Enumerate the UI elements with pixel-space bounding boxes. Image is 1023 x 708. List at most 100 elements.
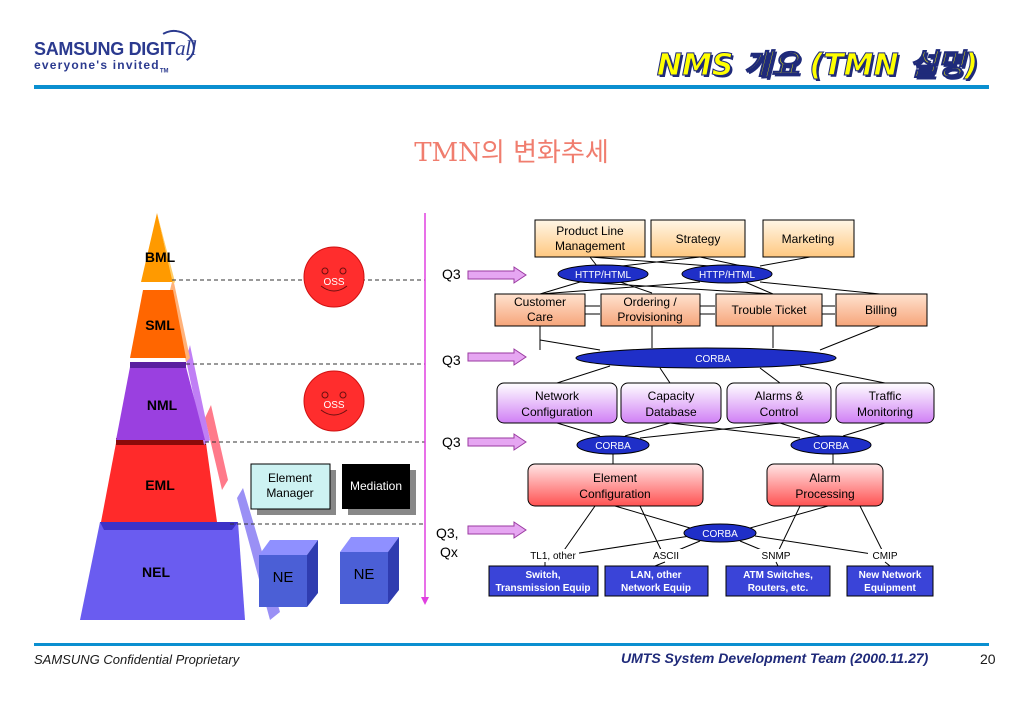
footer-confidential: SAMSUNG Confidential Proprietary <box>34 652 240 667</box>
interface-label-q3-qx-line2: Qx <box>440 544 458 560</box>
pyramid-layer-nel <box>80 522 245 620</box>
protocol-label-snmp: SNMP <box>762 551 791 562</box>
service-label-1-line1: Customer <box>514 295 566 309</box>
equipment-label-3-line1: ATM Switches, <box>743 570 813 581</box>
pyramid-layer-eml <box>101 443 217 522</box>
element-manager-box <box>250 463 331 510</box>
ne-cube <box>340 537 399 604</box>
page-title: NMS 개요 (TMN 설명) <box>656 48 978 84</box>
network-label-2-line1: Capacity <box>648 389 695 403</box>
pyramid-label-sml: SML <box>145 317 175 333</box>
business-box-product-line <box>534 219 646 258</box>
equipment-box-lan <box>604 565 709 597</box>
tmn-pyramid <box>80 213 280 620</box>
service-box-billing <box>835 293 928 327</box>
corba-bus-main <box>575 347 837 369</box>
corba-bus-right <box>790 435 872 455</box>
http-bus <box>557 264 649 284</box>
oss-icon <box>303 370 365 432</box>
pyramid-label-nel: NEL <box>142 564 170 580</box>
element-manager-line1: Element <box>268 471 313 485</box>
business-box-strategy <box>650 219 746 258</box>
service-box-ordering <box>600 293 701 327</box>
pyramid-layer-sml <box>130 290 186 358</box>
pyramid-label-bml: BML <box>145 249 176 265</box>
service-label-2-line1: Ordering / <box>623 295 677 309</box>
logo-tagline-row: everyone's invitedTM <box>34 58 169 74</box>
level-separators <box>172 279 425 525</box>
business-label-3: Marketing <box>782 232 835 246</box>
equipment-label-4-line1: New Network <box>859 570 922 581</box>
network-box-alarms <box>726 382 832 424</box>
protocol-label-cmip: CMIP <box>873 551 898 562</box>
network-label-1-line1: Network <box>535 389 580 403</box>
protocol-label-tl1: TL1, other <box>530 551 576 562</box>
network-label-3-line2: Control <box>760 405 799 419</box>
interface-label-q3-3: Q3 <box>442 434 461 450</box>
logo-tm: TM <box>159 68 169 75</box>
oss-icon <box>303 246 365 308</box>
equipment-label-2-line2: Network Equip <box>621 583 691 594</box>
oss-label-1: OSS <box>323 277 344 288</box>
corba-label-2: CORBA <box>595 441 631 452</box>
footer-divider <box>34 643 989 646</box>
equipment-box-switch <box>488 565 599 597</box>
equipment-box-new-network <box>846 565 934 597</box>
protocol-label-ascii: ASCII <box>653 551 679 562</box>
network-label-2-line2: Database <box>645 405 697 419</box>
element-box-configuration <box>527 463 704 507</box>
connection-lines <box>539 256 891 567</box>
corba-label-4: CORBA <box>702 529 738 540</box>
equipment-label-3-line2: Routers, etc. <box>748 583 809 594</box>
oss-label-2: OSS <box>323 400 344 411</box>
business-label-1-line1: Product Line <box>556 224 624 238</box>
network-box-traffic <box>835 382 935 424</box>
equipment-box-atm <box>725 565 831 597</box>
mediation-label: Mediation <box>350 479 402 493</box>
http-label-2: HTTP/HTML <box>699 270 756 281</box>
network-box-configuration <box>496 382 618 424</box>
ne-label-1: NE <box>273 569 294 586</box>
corba-bus-left <box>576 435 650 455</box>
business-label-1-line2: Management <box>555 239 626 253</box>
equipment-label-2-line1: LAN, other <box>630 570 681 581</box>
element-label-1-line2: Configuration <box>579 487 650 501</box>
http-bus <box>681 264 773 284</box>
interface-label-q3-1: Q3 <box>442 266 461 282</box>
logo-tagline: everyone's invited <box>34 58 160 72</box>
ne-cube <box>259 540 318 607</box>
network-label-4-line2: Monitoring <box>857 405 913 419</box>
interface-label-q3-qx-line1: Q3, <box>436 525 459 541</box>
service-box-trouble-ticket <box>715 293 823 327</box>
business-label-2: Strategy <box>676 232 721 246</box>
business-box-marketing <box>762 219 855 258</box>
network-label-4-line1: Traffic <box>869 389 902 403</box>
network-label-1-line2: Configuration <box>521 405 592 419</box>
corba-label-1: CORBA <box>695 354 731 365</box>
http-label-1: HTTP/HTML <box>575 270 632 281</box>
page-number: 20 <box>980 651 996 667</box>
network-box-capacity <box>620 382 722 424</box>
interface-arrow <box>467 266 527 539</box>
service-box-customer-care <box>494 293 586 327</box>
element-label-2-line2: Processing <box>795 487 854 501</box>
pyramid-layer-nml <box>116 367 205 440</box>
element-manager-line2: Manager <box>266 486 313 500</box>
element-label-2-line1: Alarm <box>809 471 840 485</box>
mediation-box <box>342 464 410 509</box>
network-label-3-line1: Alarms & <box>755 389 804 403</box>
section-subtitle: TMN의 변화추세 <box>414 138 609 168</box>
equipment-label-4-line2: Equipment <box>864 583 916 594</box>
equipment-label-1-line1: Switch, <box>525 570 560 581</box>
equipment-label-1-line2: Transmission Equip <box>495 583 590 594</box>
interface-label-q3-2: Q3 <box>442 352 461 368</box>
service-label-1-line2: Care <box>527 310 553 324</box>
service-label-4: Billing <box>865 303 897 317</box>
pyramid-layer-bml <box>141 213 173 282</box>
service-label-2-line2: Provisioning <box>617 310 682 324</box>
header-divider <box>34 85 989 89</box>
corba-bus-bottom <box>683 523 757 543</box>
ne-label-2: NE <box>354 566 375 583</box>
logo-brand-script: all <box>175 36 197 60</box>
